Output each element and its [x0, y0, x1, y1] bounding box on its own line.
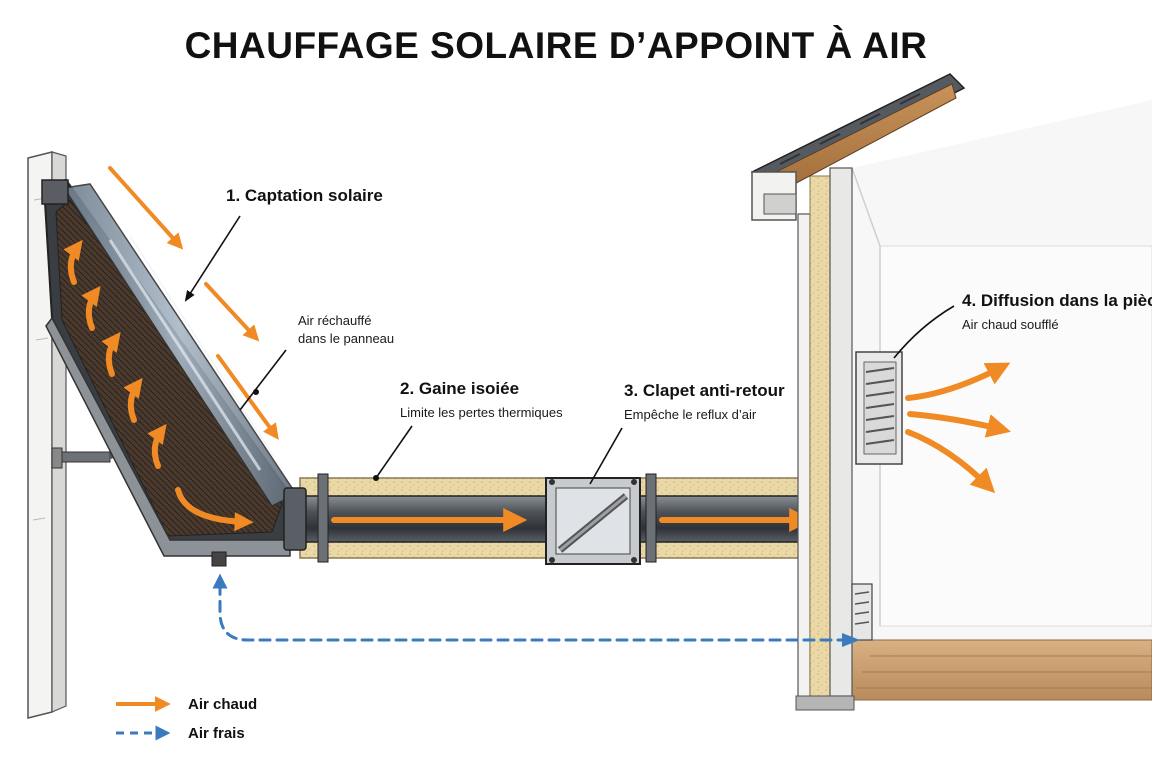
label-clapet-subtitle: Empêche le reflux d’air [624, 407, 757, 422]
label-gaine-title: 2. Gaine isoiée [400, 379, 519, 398]
label-panel-air-line1: Air réchauffé [298, 313, 371, 328]
solar-collector-panel [41, 178, 302, 567]
diagram-title: CHAUFFAGE SOLAIRE D’APPOINT À AIR [185, 25, 928, 66]
legend-cold-label: Air frais [188, 725, 245, 742]
cold-air-return-path [212, 573, 850, 642]
return-air-grille [851, 583, 873, 641]
label-diffusion-title: 4. Diffusion dans la pièce [962, 291, 1152, 310]
leader-dot-panel-air [253, 389, 259, 395]
supply-diffuser-grille [855, 351, 903, 465]
label-panel-air-line2: dans le panneau [298, 331, 394, 346]
legend: Air chaud Air frais [116, 696, 257, 742]
room-hot-air-arrows [905, 362, 1011, 494]
legend-hot-label: Air chaud [188, 696, 257, 713]
check-valve [545, 477, 641, 565]
leader-lines [184, 215, 955, 485]
cold-air-return-arrowhead [842, 633, 860, 647]
roof [750, 73, 966, 221]
leader-dot-gaine [373, 475, 379, 481]
panel-hot-air-arrows [63, 239, 254, 532]
label-clapet-title: 3. Clapet anti-retour [624, 381, 785, 400]
label-diffusion-subtitle: Air chaud soufflé [962, 317, 1059, 332]
house-wall [795, 100, 1152, 711]
label-gaine-subtitle: Limite les pertes thermiques [400, 405, 563, 420]
sun-ray-arrows [108, 166, 279, 440]
label-captation-title: 1. Captation solaire [226, 186, 383, 205]
